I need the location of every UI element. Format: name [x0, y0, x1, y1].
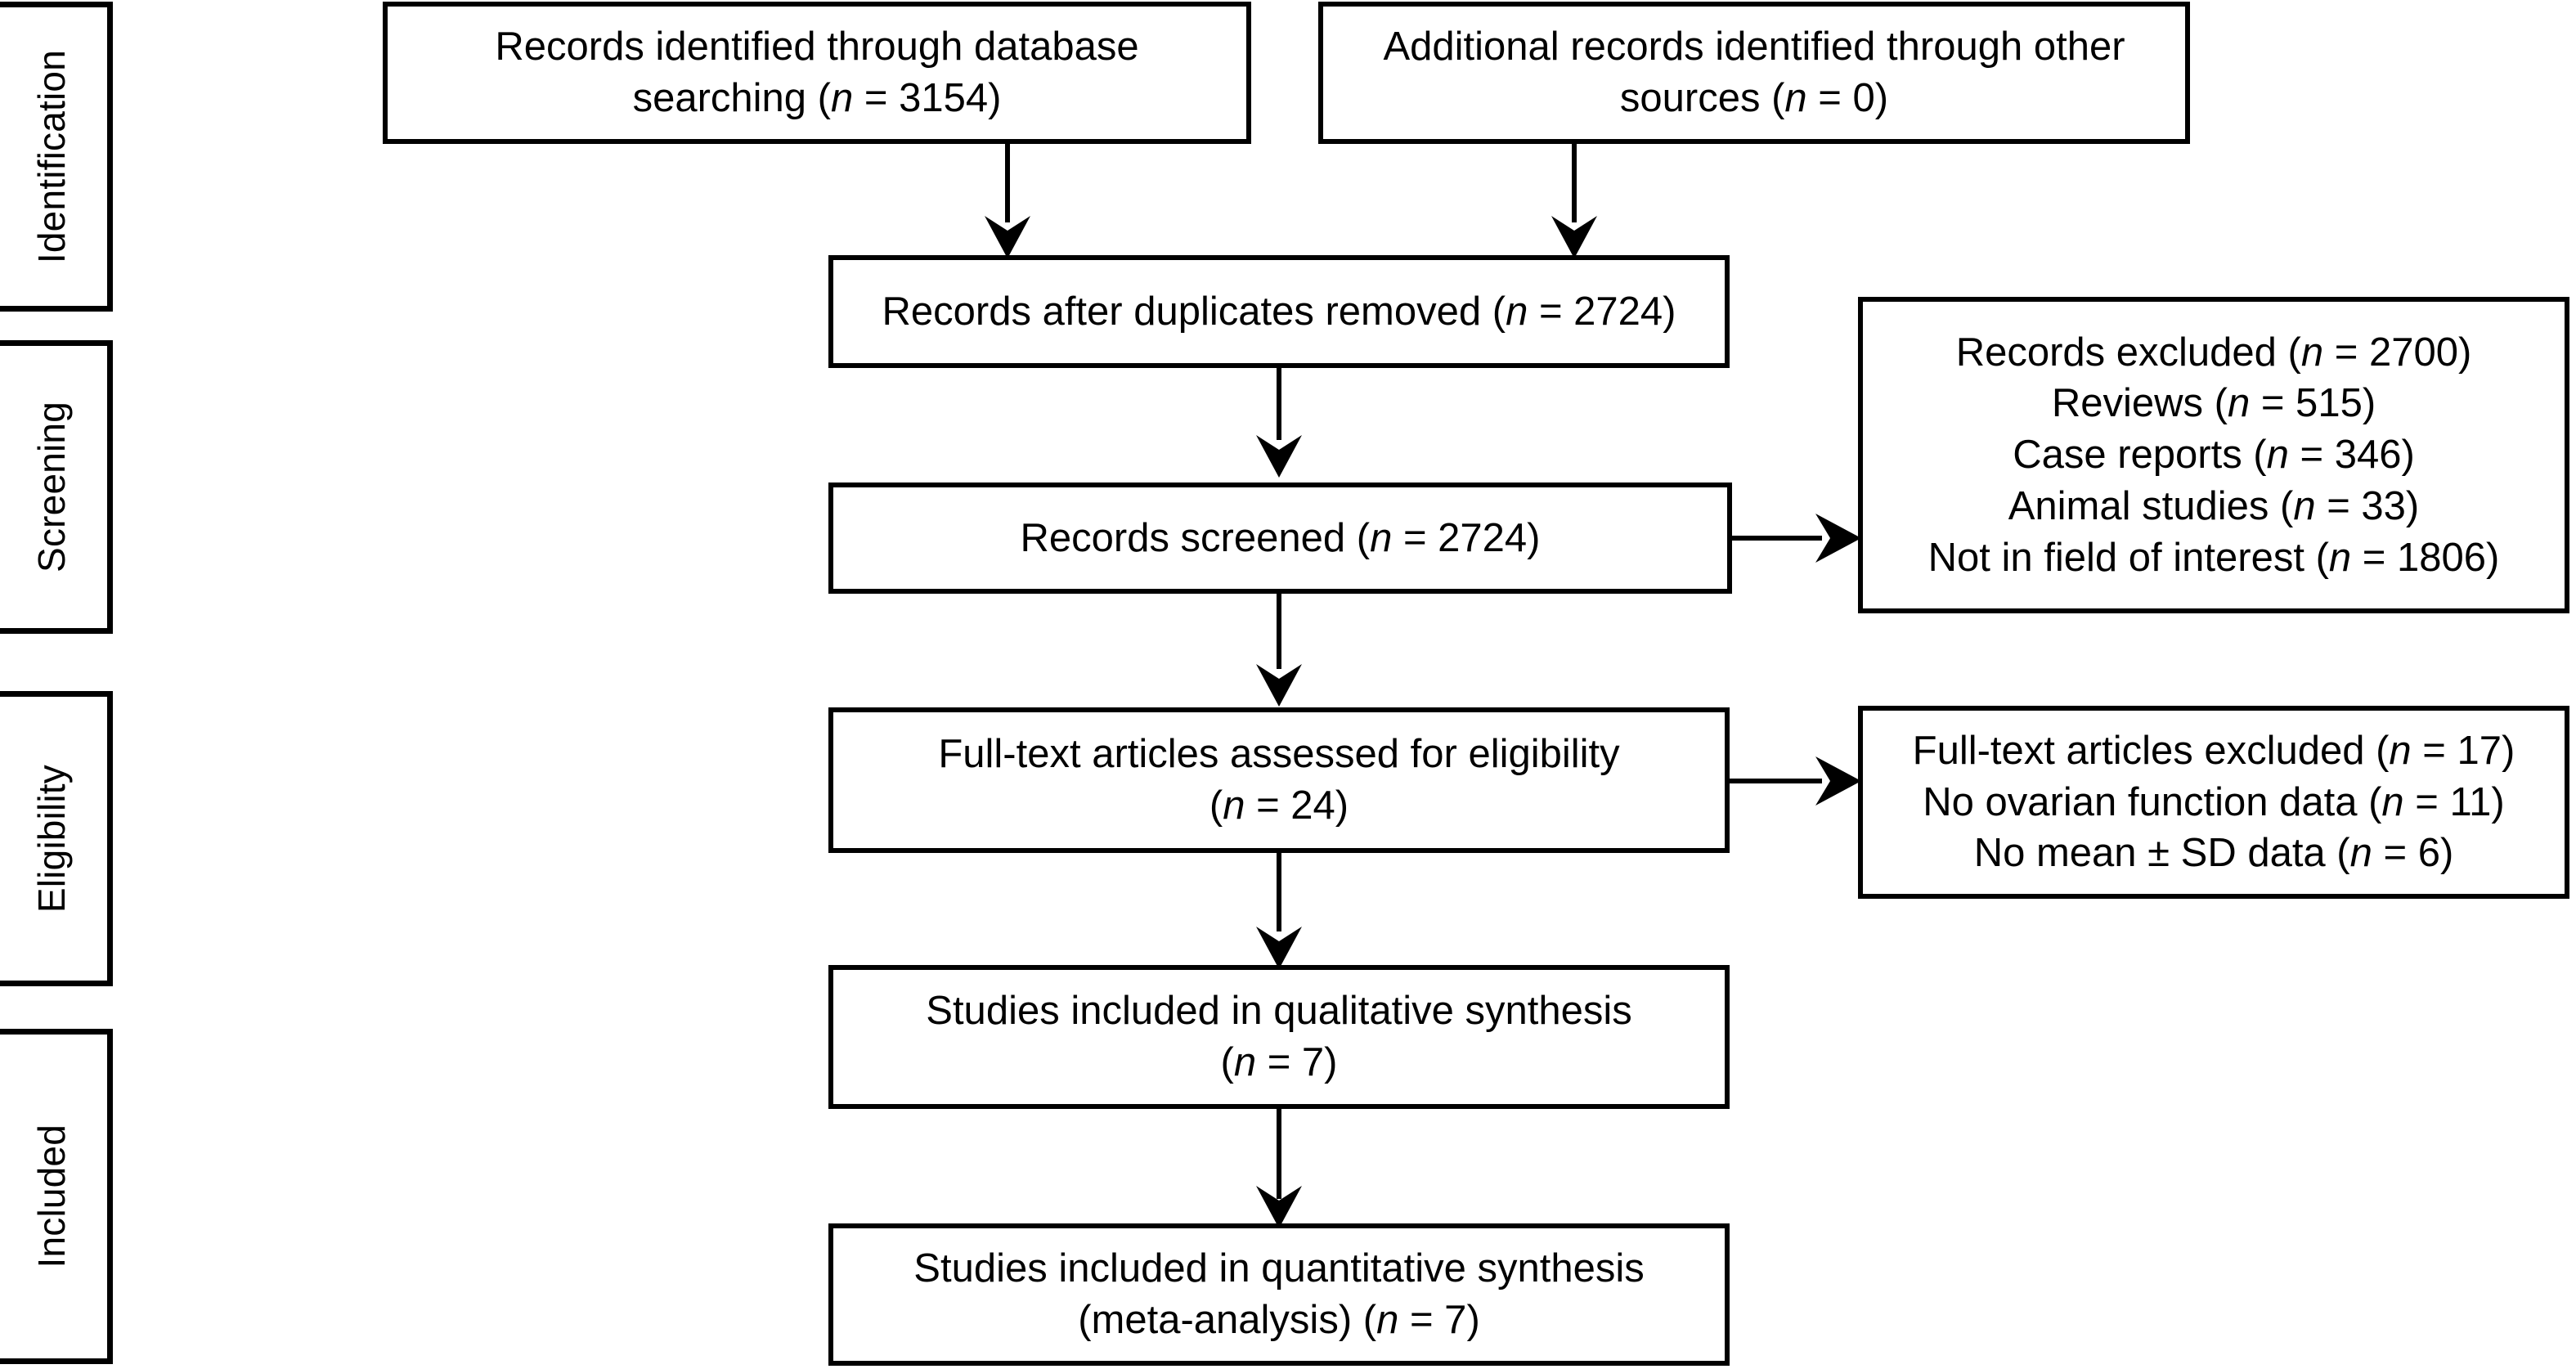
line-4: Animal studies (n = 33): [2008, 483, 2420, 528]
box-studies-quantitative-synthesis-text: Studies included in quantitative synthes…: [848, 1243, 1710, 1345]
box-fulltext-assessed-for-eligibility: Full-text articles assessed for eligibil…: [828, 707, 1730, 853]
connector-database-search-to-duplicates-arrowhead: [985, 216, 1030, 258]
phase-box-screening: Screening: [0, 340, 113, 634]
line-2: Reviews (n = 515): [2051, 381, 2376, 426]
phase-label-screening: Screening: [30, 402, 73, 572]
connector-other-sources-to-duplicates-line: [1572, 144, 1577, 222]
phase-label-included: Included: [30, 1124, 73, 1268]
box-records-screened: Records screened (n = 2724): [828, 483, 1732, 594]
line-1: Studies included in qualitative synthesi…: [926, 989, 1632, 1034]
line-1: Full-text articles excluded (n = 17): [1912, 728, 2515, 773]
phase-box-eligibility: Eligibility: [0, 691, 113, 986]
connector-qualitative-to-quantitative-arrowhead: [1256, 1186, 1302, 1228]
phase-box-included: Included: [0, 1029, 113, 1364]
connector-other-sources-to-duplicates-arrowhead: [1551, 216, 1597, 258]
line-1: Records identified through database: [495, 25, 1139, 70]
connector-screened-to-excluded-line: [1732, 536, 1822, 541]
line-2: sources (n = 0): [1619, 76, 1889, 120]
line-2: (n = 7): [1220, 1040, 1338, 1084]
box-additional-records-other-sources-text: Additional records identified through ot…: [1338, 21, 2170, 123]
connector-database-search-to-duplicates-line: [1005, 144, 1010, 222]
box-studies-qualitative-synthesis: Studies included in qualitative synthesi…: [828, 965, 1730, 1109]
connector-screened-to-fulltext-line: [1277, 594, 1281, 669]
line-3: No mean ± SD data (n = 6): [1973, 831, 2454, 876]
line-3: Case reports (n = 346): [2013, 433, 2415, 478]
line-1: Full-text articles assessed for eligibil…: [938, 732, 1620, 777]
box-studies-qualitative-synthesis-text: Studies included in qualitative synthesi…: [848, 985, 1710, 1088]
box-records-identified-database-text: Records identified through database sear…: [402, 21, 1232, 123]
line-2: (meta-analysis) (n = 7): [1078, 1298, 1480, 1342]
line-1: Records excluded (n = 2700): [1955, 330, 2472, 375]
connector-screened-to-fulltext-arrowhead: [1256, 664, 1302, 707]
line-1: Studies included in quantitative synthes…: [913, 1246, 1645, 1291]
box-records-excluded: Records excluded (n = 2700) Reviews (n =…: [1858, 297, 2569, 613]
connector-fulltext-to-excluded-line: [1730, 779, 1822, 783]
phase-label-eligibility: Eligibility: [30, 764, 73, 913]
connector-fulltext-to-qualitative-line: [1277, 853, 1281, 931]
box-fulltext-assessed-for-eligibility-text: Full-text articles assessed for eligibil…: [848, 729, 1710, 831]
box-studies-quantitative-synthesis: Studies included in quantitative synthes…: [828, 1223, 1730, 1366]
box-records-screened-text: Records screened (n = 2724): [848, 513, 1712, 564]
connector-duplicates-to-screened-line: [1277, 368, 1281, 440]
box-records-after-duplicates-removed: Records after duplicates removed (n = 27…: [828, 255, 1730, 368]
connector-fulltext-to-excluded-arrowhead: [1815, 756, 1861, 806]
line-2: searching (n = 3154): [632, 76, 1002, 120]
phase-box-identification: Identification: [0, 2, 113, 312]
line-2: (n = 24): [1209, 783, 1349, 828]
box-fulltext-articles-excluded: Full-text articles excluded (n = 17) No …: [1858, 706, 2569, 899]
phase-label-identification: Identification: [30, 49, 73, 264]
connector-fulltext-to-qualitative-arrowhead: [1256, 927, 1302, 969]
line-2: No ovarian function data (n = 11): [1923, 779, 2505, 824]
box-records-identified-database: Records identified through database sear…: [383, 2, 1251, 144]
line-1: Records after duplicates removed (n = 27…: [882, 289, 1676, 334]
line-1: Additional records identified through ot…: [1383, 25, 2125, 70]
line-5: Not in field of interest (n = 1806): [1928, 535, 2500, 580]
line-1: Records screened (n = 2724): [1020, 515, 1541, 560]
connector-qualitative-to-quantitative-line: [1277, 1109, 1281, 1199]
box-additional-records-other-sources: Additional records identified through ot…: [1318, 2, 2190, 144]
box-fulltext-articles-excluded-text: Full-text articles excluded (n = 17) No …: [1878, 725, 2550, 879]
connector-duplicates-to-screened-arrowhead: [1256, 435, 1302, 478]
connector-screened-to-excluded-arrowhead: [1815, 514, 1861, 563]
box-records-excluded-text: Records excluded (n = 2700) Reviews (n =…: [1878, 327, 2550, 584]
box-records-after-duplicates-removed-text: Records after duplicates removed (n = 27…: [848, 286, 1710, 338]
